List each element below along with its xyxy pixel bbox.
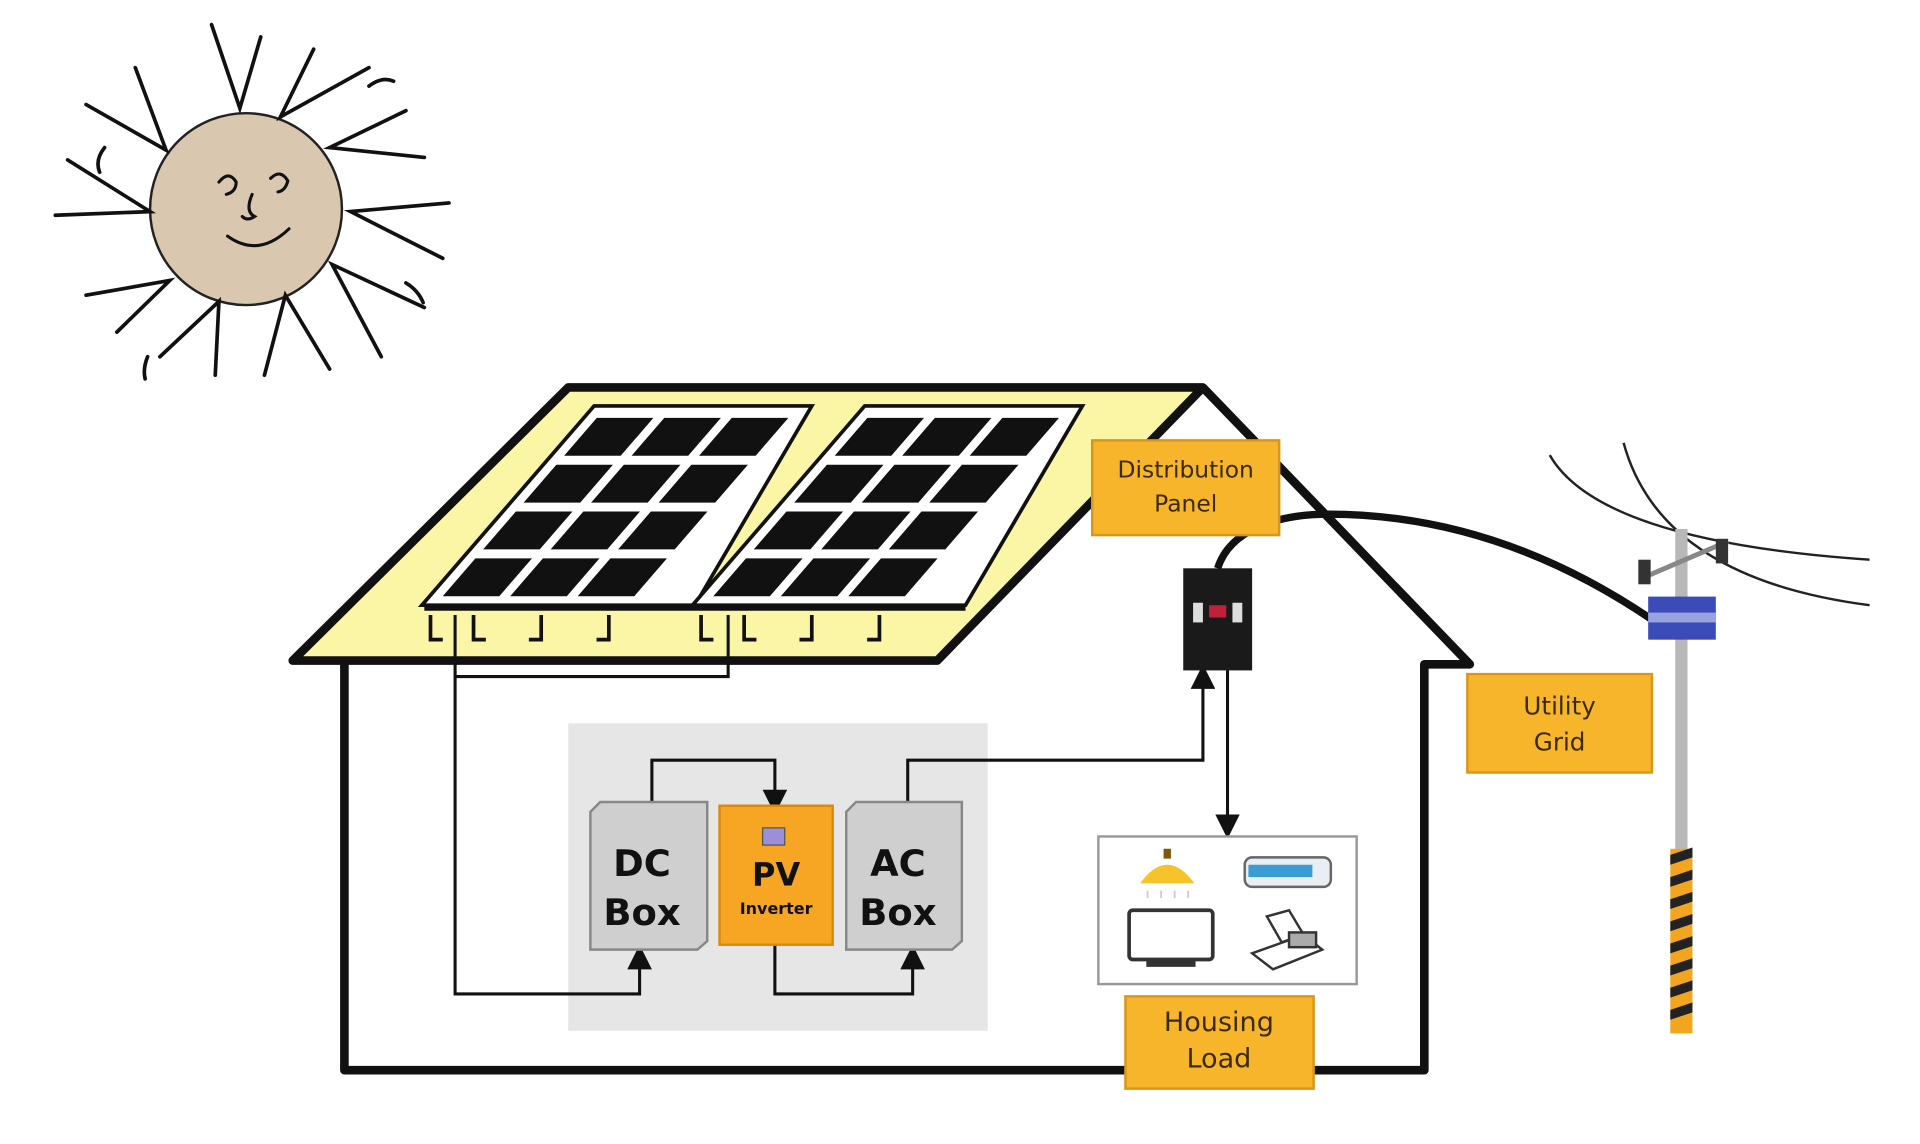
solar-cell: [442, 558, 533, 597]
ac-box-label-2: Box: [859, 891, 936, 934]
pv-inverter-label-1: PV: [752, 856, 800, 894]
solar-cell: [929, 464, 1019, 503]
pv-inverter: PV Inverter: [718, 804, 834, 946]
pole-stripe: [1670, 913, 1693, 932]
solar-cell: [753, 511, 844, 550]
solar-cell: [821, 511, 911, 550]
solar-cell: [510, 558, 600, 597]
utility-pole-icon: [1548, 442, 1870, 1034]
ac-box-label-1: AC: [870, 842, 926, 885]
distribution-panel-label: Distribution Panel: [1090, 439, 1281, 537]
solar-cell: [888, 511, 979, 550]
ac-box: AC Box: [844, 800, 964, 951]
solar-cell: [699, 417, 789, 456]
electric-meter-icon: [1183, 568, 1253, 671]
solar-cell: [631, 417, 721, 456]
dc-box-label-2: Box: [603, 891, 680, 934]
solar-cell: [564, 417, 654, 456]
housing-load-label: Housing Load: [1124, 995, 1315, 1090]
pole-stripe: [1670, 891, 1693, 910]
solar-cell: [794, 464, 884, 503]
pole-stripe: [1670, 936, 1693, 954]
distribution-panel-text-2: Panel: [1154, 490, 1217, 518]
dc-box-label-1: DC: [613, 842, 671, 885]
solar-cell: [902, 417, 992, 456]
housing-load-text-2: Load: [1186, 1044, 1251, 1075]
ceiling-lamp-icon: [1140, 848, 1195, 898]
solar-cell: [550, 511, 640, 550]
wiring: [453, 615, 1240, 996]
utility-grid-label: Utility Grid: [1466, 672, 1654, 774]
solar-cell: [658, 464, 748, 503]
solar-cell: [969, 417, 1059, 456]
pole-stripe: [1670, 1002, 1693, 1020]
solar-cell: [577, 558, 667, 597]
load-appliances: [1097, 835, 1358, 986]
solar-cell: [483, 511, 573, 550]
display-icon: [761, 827, 786, 846]
pole-stripe: [1670, 847, 1693, 865]
distribution-panel-text-1: Distribution: [1118, 455, 1254, 483]
solar-cell: [713, 558, 803, 597]
air-conditioner-icon: [1243, 856, 1333, 889]
housing-load-text-1: Housing: [1164, 1007, 1274, 1038]
pole-stripe: [1670, 958, 1693, 976]
solar-cell: [861, 464, 952, 503]
solar-cell: [591, 464, 681, 503]
pv-inverter-label-2: Inverter: [740, 899, 813, 918]
utility-grid-text-1: Utility: [1523, 692, 1595, 721]
solar-cell: [523, 464, 613, 503]
solar-panel-icon: [417, 404, 1086, 642]
pole-stripe: [1670, 980, 1693, 998]
grid-cable: [1214, 510, 1657, 625]
solar-cell: [834, 417, 925, 456]
monitor-icon: [1127, 908, 1215, 967]
solar-cell: [848, 558, 938, 597]
dc-box: DC Box: [589, 800, 709, 951]
solar-cell: [618, 511, 708, 550]
sun-icon: [53, 22, 451, 381]
computer-icon: [1249, 908, 1325, 971]
solar-cell: [780, 558, 871, 597]
pole-stripe: [1670, 869, 1693, 887]
utility-grid-text-2: Grid: [1534, 727, 1586, 756]
